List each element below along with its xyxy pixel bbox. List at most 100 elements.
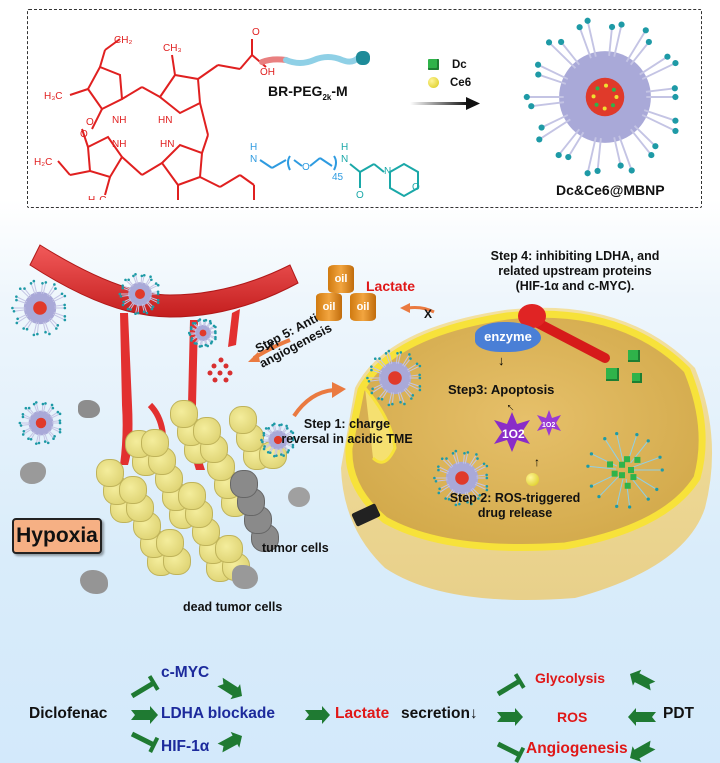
peg-chain — [633, 125, 657, 147]
peg-chain — [531, 101, 565, 108]
morpholine-head — [558, 38, 565, 46]
peg-chain — [24, 288, 32, 297]
morpholine-head — [671, 85, 678, 92]
peg-chain — [371, 385, 384, 394]
peg-chain — [54, 304, 65, 307]
peg-chain — [587, 465, 617, 470]
dead-tumor-cell-icon — [78, 400, 100, 418]
peg-chain — [475, 482, 488, 487]
peg-chain — [13, 309, 26, 312]
peg-chain — [135, 304, 139, 314]
morpholine-head — [437, 491, 441, 495]
singlet-oxygen-icon: 1O2 — [537, 410, 561, 436]
morpholine-head — [584, 170, 591, 177]
morpholine-head — [387, 349, 391, 353]
morpholine-head — [11, 306, 14, 310]
peg-chain — [33, 403, 38, 413]
morpholine-head — [399, 351, 403, 354]
peg-chain — [470, 489, 479, 499]
peg-chain — [560, 41, 580, 66]
morpholine-head — [373, 357, 377, 361]
morpholine-head — [660, 468, 664, 472]
morpholine-head — [121, 303, 125, 307]
glycolysis-label: Glycolysis — [535, 670, 606, 686]
morpholine-head — [22, 327, 25, 330]
peg-chain — [402, 354, 410, 366]
np-core — [388, 371, 402, 385]
dc-ce6-mbnp-nanoparticle-icon — [523, 17, 679, 177]
morpholine-head — [145, 311, 149, 315]
peg-chain — [16, 315, 29, 324]
peg-chain — [608, 26, 613, 56]
morpholine-head — [198, 318, 202, 321]
step4-label: Step 4: inhibiting LDHA, and related ups… — [460, 249, 690, 294]
svg-text:H: H — [341, 142, 348, 153]
peg-chain — [273, 448, 277, 457]
morpholine-head — [415, 362, 419, 366]
morpholine-head — [268, 451, 272, 455]
peg-chain — [630, 128, 653, 156]
morpholine-head — [36, 332, 39, 336]
morpholine-head — [370, 365, 373, 368]
peg-chain — [145, 276, 151, 286]
peg-chain — [630, 41, 650, 66]
peg-chain — [388, 392, 393, 406]
morpholine-head — [476, 457, 479, 460]
peg-chain — [466, 491, 472, 505]
morpholine-head — [286, 450, 290, 454]
morpholine-head — [18, 287, 22, 291]
morpholine-head — [617, 162, 624, 169]
morpholine-head — [377, 397, 380, 400]
blocked-marker: X — [424, 307, 432, 320]
morpholine-head — [418, 385, 422, 388]
activation-arrow-icon — [217, 677, 242, 700]
peg-chain — [50, 413, 61, 419]
ce6-sphere-icon — [526, 473, 539, 486]
peg-chain — [598, 476, 620, 498]
pathway-arrows — [130, 669, 656, 763]
morpholine-head — [447, 497, 451, 501]
peg-chain — [122, 299, 132, 306]
morpholine-head — [366, 376, 369, 380]
peg-chain — [441, 458, 452, 469]
peg-chain — [557, 128, 580, 156]
morpholine-head — [156, 290, 160, 294]
peg-chain — [448, 490, 455, 500]
morpholine-head — [409, 357, 412, 360]
morpholine-head — [260, 438, 263, 442]
morpholine-head — [63, 294, 67, 298]
peg-chain — [132, 275, 137, 285]
peg-chain — [403, 358, 411, 367]
drug-payload — [614, 95, 619, 99]
morpholine-head — [24, 406, 28, 410]
morpholine-head — [121, 286, 125, 290]
peg-chain — [586, 20, 597, 57]
morpholine-head — [204, 343, 208, 347]
morpholine-head — [440, 457, 444, 461]
peg-chain — [438, 466, 450, 473]
morpholine-head — [646, 439, 650, 443]
peg-chain — [52, 313, 66, 321]
morpholine-head — [214, 335, 217, 339]
peg-chain — [395, 353, 398, 364]
svg-text:N: N — [250, 154, 257, 165]
morpholine-head — [214, 325, 217, 329]
morpholine-head — [262, 431, 266, 435]
peg-chain — [464, 492, 469, 503]
morpholine-head — [214, 330, 217, 333]
peg-chain — [455, 450, 460, 464]
morpholine-head — [119, 295, 123, 298]
morpholine-head — [134, 312, 137, 316]
peg-chain — [50, 427, 61, 433]
morpholine-head — [380, 397, 384, 401]
step2-label: Step 2: ROS-triggered drug release — [440, 491, 590, 521]
morpholine-head — [63, 315, 67, 318]
nanoparticle-icon — [188, 318, 217, 348]
lactate-label: Lactate — [366, 278, 416, 294]
nanoparticle-icon — [366, 349, 422, 407]
morpholine-head — [454, 503, 458, 507]
morpholine-head — [433, 476, 436, 480]
morpholine-head — [615, 432, 619, 436]
peg-chain — [374, 358, 385, 369]
morpholine-head — [576, 24, 583, 31]
